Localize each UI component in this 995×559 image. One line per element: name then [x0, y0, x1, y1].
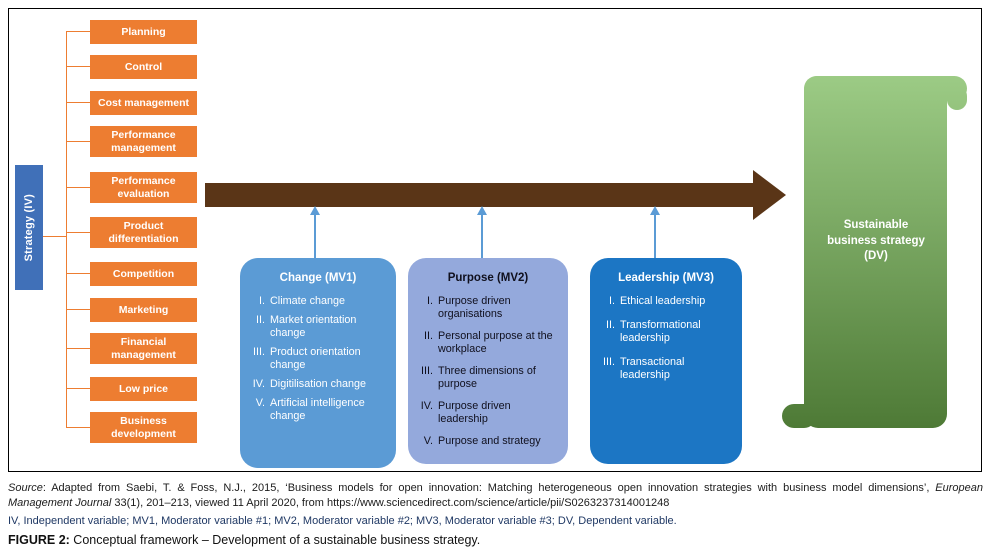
connector-spine — [66, 31, 67, 428]
list-item: III. Transactional leadership — [598, 356, 734, 382]
connector-line — [66, 66, 90, 67]
strategy-item-control: Control — [90, 55, 197, 79]
list-item: II. Personal purpose at the workplace — [416, 330, 560, 356]
purpose-mv2-box: Purpose (MV2) I. Purpose driven organisa… — [408, 258, 568, 464]
connector-line — [66, 309, 90, 310]
item-numeral: III. — [603, 355, 615, 368]
connector-strategy — [43, 236, 66, 237]
strategy-item-performance-evaluation: Performance evaluation — [90, 172, 197, 203]
up-arrow-icon — [314, 215, 316, 258]
flow-arrow-icon — [205, 183, 754, 207]
item-numeral: I. — [427, 295, 433, 307]
strategy-iv-box: Strategy (IV) — [15, 165, 43, 290]
purpose-mv2-title: Purpose (MV2) — [447, 272, 529, 284]
item-numeral: V. — [423, 434, 433, 447]
list-item: V. Purpose and strategy — [416, 435, 560, 448]
strategy-item-cost-management: Cost management — [90, 91, 197, 115]
sustainable-strategy-label: Sustainable business strategy (DV) — [827, 219, 925, 263]
list-item: I. Purpose driven organisations — [416, 295, 560, 321]
item-numeral: V. — [255, 396, 265, 409]
leadership-mv3-box: Leadership (MV3) I. Ethical leadership I… — [590, 258, 742, 464]
list-item: V. Artificial intelligence change — [248, 397, 388, 423]
list-item: III. Three dimensions of purpose — [416, 365, 560, 391]
list-item: II. Transformational leadership — [598, 319, 734, 345]
item-numeral: III. — [421, 364, 433, 377]
scroll-shape-svg — [782, 76, 967, 428]
item-numeral: II. — [424, 329, 433, 342]
item-text: Climate change — [270, 295, 346, 307]
up-arrow-head-icon — [310, 206, 320, 215]
connector-line — [66, 187, 90, 188]
strategy-item-competition: Competition — [90, 262, 197, 286]
strategy-item-product-differentiation: Product differentiation — [90, 217, 197, 248]
strategy-item-marketing: Marketing — [90, 298, 197, 322]
strategy-item-low-price: Low price — [90, 377, 197, 401]
list-item: I. Climate change — [248, 295, 388, 308]
abbreviations-note: IV, Independent variable; MV1, Moderator… — [8, 515, 677, 527]
flow-arrow-head-icon — [753, 170, 786, 220]
item-text: Artificial intelligence change — [270, 396, 365, 422]
item-text: Ethical leadership — [620, 295, 706, 307]
source-label: Source — [8, 482, 43, 494]
up-arrow-icon — [654, 215, 656, 258]
change-mv1-title: Change (MV1) — [279, 272, 357, 284]
connector-line — [66, 31, 90, 32]
item-numeral: II. — [256, 313, 265, 326]
list-item: II. Market orientation change — [248, 314, 388, 340]
item-text: Purpose and strategy — [438, 434, 541, 447]
item-text: Market orientation change — [270, 313, 357, 339]
item-numeral: I. — [609, 295, 615, 307]
up-arrow-icon — [481, 215, 483, 258]
source-text-part1: : Adapted from Saebi, T. & Foss, N.J., 2… — [42, 482, 936, 494]
connector-line — [66, 141, 90, 142]
item-numeral: IV. — [420, 399, 433, 412]
strategy-item-planning: Planning — [90, 20, 197, 44]
strategy-item-business-development: Business development — [90, 412, 197, 443]
figure-caption-label: FIGURE 2: — [8, 533, 70, 547]
connector-line — [66, 427, 90, 428]
change-mv1-box: Change (MV1) I. Climate change II. Marke… — [240, 258, 396, 468]
strategy-iv-label: Strategy (IV) — [23, 193, 35, 262]
up-arrow-head-icon — [477, 206, 487, 215]
connector-line — [66, 388, 90, 389]
item-text: Digitilisation change — [270, 377, 367, 390]
item-numeral: II. — [606, 318, 615, 331]
strategy-item-performance-management: Performance management — [90, 126, 197, 157]
source-note: Source: Adapted from Saebi, T. & Foss, N… — [8, 481, 983, 511]
up-arrow-head-icon — [650, 206, 660, 215]
connector-line — [66, 102, 90, 103]
item-text: Product orientation change — [270, 345, 361, 371]
item-text: Purpose driven organisations — [438, 295, 511, 320]
connector-line — [66, 348, 90, 349]
item-text: Transactional leadership — [620, 355, 685, 381]
item-text: Transformational leadership — [620, 318, 701, 344]
figure-caption-text: Conceptual framework – Development of a … — [69, 533, 481, 547]
source-text-part2: 33(1), 201–213, viewed 11 April 2020, fr… — [111, 497, 670, 510]
strategy-item-financial-management: Financial management — [90, 333, 197, 364]
item-text: Purpose driven leadership — [438, 399, 511, 425]
item-numeral: IV. — [252, 377, 265, 390]
item-text: Personal purpose at the workplace — [438, 329, 553, 355]
source-journal: European Management Journal — [8, 482, 983, 510]
figure-caption: FIGURE 2: Conceptual framework – Develop… — [8, 533, 983, 547]
connector-line — [66, 232, 90, 233]
item-numeral: III. — [253, 345, 265, 358]
list-item: IV. Purpose driven leadership — [416, 400, 560, 426]
leadership-mv3-title: Leadership (MV3) — [618, 272, 714, 284]
connector-line — [66, 273, 90, 274]
list-item: I. Ethical leadership — [598, 295, 734, 308]
list-item: III. Product orientation change — [248, 346, 388, 372]
list-item: IV. Digitilisation change — [248, 378, 388, 391]
item-text: Three dimensions of purpose — [438, 364, 536, 390]
item-numeral: I. — [259, 295, 265, 307]
sustainable-strategy-scroll-shape — [780, 70, 985, 435]
